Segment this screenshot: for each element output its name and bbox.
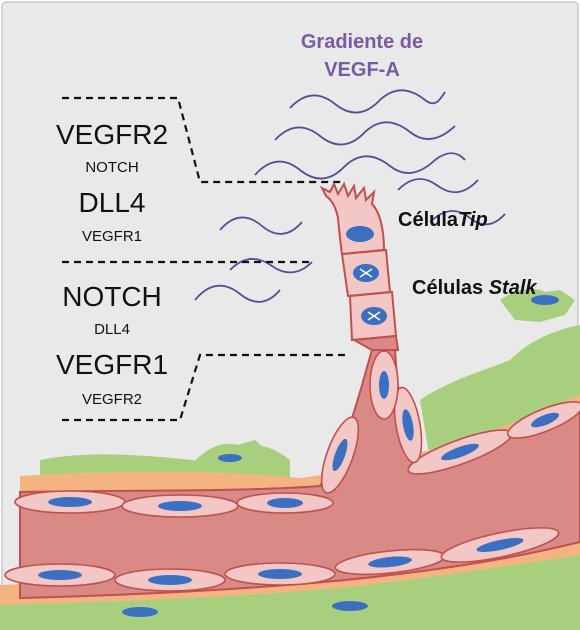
stalk-tertiary-label: VEGFR1	[56, 349, 168, 380]
stalk-cell-label-emph: Stalk	[489, 277, 538, 299]
nucleus	[258, 569, 302, 579]
tip-cell-label: CélulaTip	[398, 209, 488, 231]
tip-tertiary-label: DLL4	[79, 187, 146, 218]
nucleus	[148, 575, 192, 585]
gradient-title-line1: Gradiente de	[301, 31, 423, 53]
stalk-primary-label: NOTCH	[62, 281, 162, 312]
nucleus	[158, 501, 202, 511]
tip-secondary-label: NOTCH	[85, 159, 138, 176]
nucleus	[346, 226, 374, 242]
nucleus	[332, 601, 368, 611]
stalk-cell-label-prefix: Células	[412, 277, 489, 299]
stalk-quaternary-label: VEGFR2	[82, 391, 142, 408]
tip-cell-label-prefix: Célula	[398, 209, 459, 231]
nucleus	[122, 607, 158, 617]
stalk-cell-label: Células Stalk	[412, 277, 537, 299]
nucleus	[218, 454, 242, 462]
nucleus	[48, 497, 92, 507]
stalk-secondary-label: DLL4	[94, 321, 130, 338]
gradient-title-line2: VEGF-A	[324, 59, 400, 81]
tip-cell-label-emph: Tip	[458, 209, 488, 231]
nucleus	[267, 498, 303, 508]
tip-quaternary-label: VEGFR1	[82, 228, 142, 245]
tip-primary-label: VEGFR2	[56, 119, 168, 150]
nucleus	[379, 371, 389, 399]
nucleus	[38, 570, 82, 580]
